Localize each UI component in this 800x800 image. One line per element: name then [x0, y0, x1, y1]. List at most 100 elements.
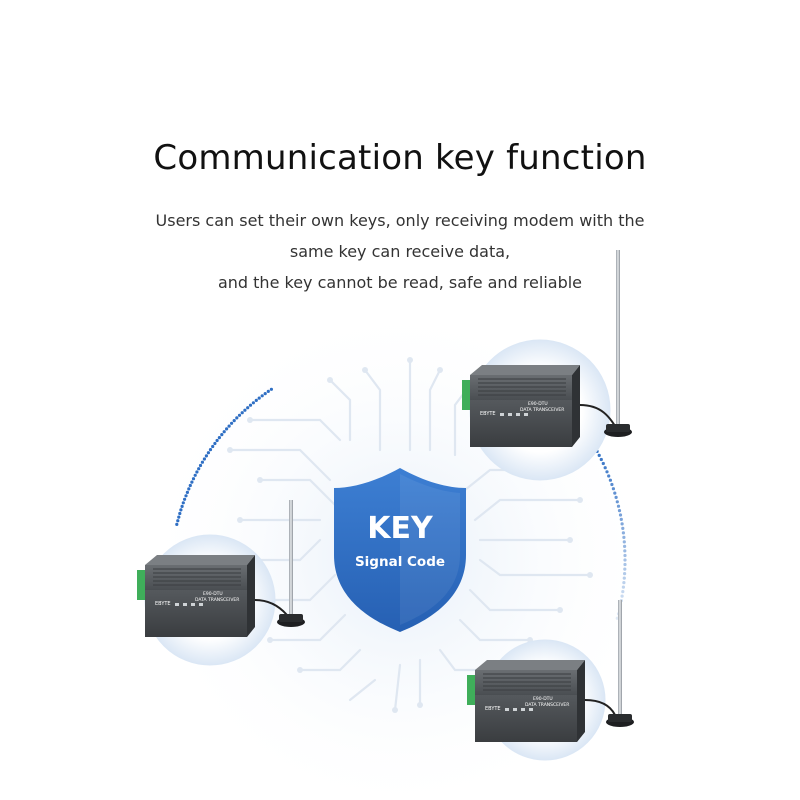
antenna-top-right — [604, 250, 632, 437]
signal-dot — [183, 497, 187, 501]
page-title: Communication key function — [153, 138, 647, 178]
shield-key-label: KEY — [367, 511, 434, 546]
signal-dot — [623, 567, 627, 571]
signal-dot — [175, 522, 179, 527]
signal-dot — [202, 457, 206, 461]
signal-dot — [251, 401, 255, 405]
signal-dot — [230, 421, 234, 425]
signal-dot — [597, 453, 601, 457]
device-bottom-right: EBYTE E90-DTU DATA TRANSCEIVER — [467, 660, 616, 742]
signal-dot — [208, 448, 213, 452]
signal-dot — [222, 430, 226, 434]
signal-dot — [178, 511, 182, 516]
signal-dot — [177, 515, 181, 519]
signal-dot — [235, 416, 239, 420]
signal-dot — [621, 590, 625, 594]
signal-dot — [185, 490, 189, 494]
antenna-left — [277, 500, 305, 627]
shield-code-label: Signal Code — [355, 554, 445, 570]
terminal-block — [137, 570, 147, 600]
signal-dot — [616, 504, 621, 508]
signal-dot — [206, 451, 210, 455]
signal-dot — [211, 444, 215, 449]
signal-dot — [601, 461, 605, 466]
signal-dot — [217, 436, 221, 440]
signal-dot — [622, 576, 626, 580]
brand-label: EBYTE — [480, 411, 496, 417]
signal-dot — [243, 408, 247, 412]
signal-dot — [227, 424, 231, 428]
signal-dot — [621, 531, 626, 535]
signal-dot — [260, 394, 264, 398]
model-label: E90-DTU — [203, 591, 223, 597]
signal-dot — [198, 463, 203, 468]
signal-dot — [257, 396, 261, 400]
signal-dot — [611, 487, 616, 491]
type-label: DATA TRANSCEIVER — [520, 407, 564, 413]
signal-dot — [197, 467, 201, 471]
type-label: DATA TRANSCEIVER — [525, 702, 569, 708]
signal-dot — [603, 466, 607, 470]
signal-dot — [607, 474, 611, 478]
description-line-2: same key can receive data, — [289, 242, 511, 261]
signal-dot — [176, 519, 180, 523]
signal-dot — [215, 438, 219, 443]
signal-arc-left — [175, 387, 273, 527]
signal-dot — [623, 572, 627, 576]
device-left: EBYTE E90-DTU DATA TRANSCEIVER — [137, 555, 288, 637]
signal-dot — [246, 406, 250, 410]
brand-label: EBYTE — [485, 706, 501, 712]
signal-dot — [213, 441, 217, 446]
signal-dot — [617, 509, 622, 513]
signal-dot — [266, 389, 270, 393]
terminal-block — [462, 380, 472, 410]
signal-dot — [621, 585, 626, 589]
signal-dot — [623, 553, 627, 558]
signal-dot — [200, 460, 204, 464]
signal-dot — [248, 403, 253, 407]
signal-dot — [240, 411, 244, 415]
signal-dot — [615, 500, 619, 504]
signal-dot — [220, 433, 224, 437]
antenna-bottom-right — [606, 600, 634, 727]
signal-dot — [623, 549, 627, 553]
terminal-block — [467, 675, 477, 705]
signal-dot — [190, 480, 194, 484]
signal-dot — [232, 419, 236, 423]
signal-dot — [179, 508, 183, 512]
description-line-1: Users can set their own keys, only recei… — [155, 211, 645, 230]
signal-dot — [204, 454, 208, 458]
signal-dot — [613, 491, 617, 495]
brand-label: EBYTE — [155, 601, 171, 607]
signal-dot — [614, 495, 618, 499]
description: Users can set their own keys, only recei… — [80, 205, 720, 298]
signal-dot — [622, 540, 626, 544]
signal-dot — [188, 483, 192, 488]
model-label: E90-DTU — [533, 696, 553, 702]
signal-dot — [191, 477, 196, 481]
signal-dot — [225, 427, 229, 431]
signal-dot — [269, 387, 273, 391]
signal-dot — [608, 478, 613, 482]
signal-dot — [599, 457, 603, 462]
signal-dot — [181, 501, 185, 505]
signal-dot — [263, 392, 267, 396]
signal-dot — [605, 470, 609, 474]
signal-dot — [623, 558, 627, 562]
key-shield: KEY Signal Code — [334, 468, 466, 632]
signal-dot — [619, 517, 623, 522]
signal-dot — [622, 581, 626, 585]
signal-dot — [195, 470, 199, 474]
signal-dot — [620, 594, 624, 598]
model-label: E90-DTU — [528, 401, 548, 407]
description-line-3: and the key cannot be read, safe and rel… — [217, 273, 583, 292]
signal-dot — [610, 482, 614, 487]
signal-dot — [618, 513, 623, 517]
signal-dot — [180, 504, 184, 508]
signal-dot — [620, 522, 624, 526]
signal-dot — [187, 487, 191, 491]
signal-dot — [193, 473, 197, 477]
signal-dot — [184, 494, 188, 498]
signal-dot — [237, 413, 242, 417]
